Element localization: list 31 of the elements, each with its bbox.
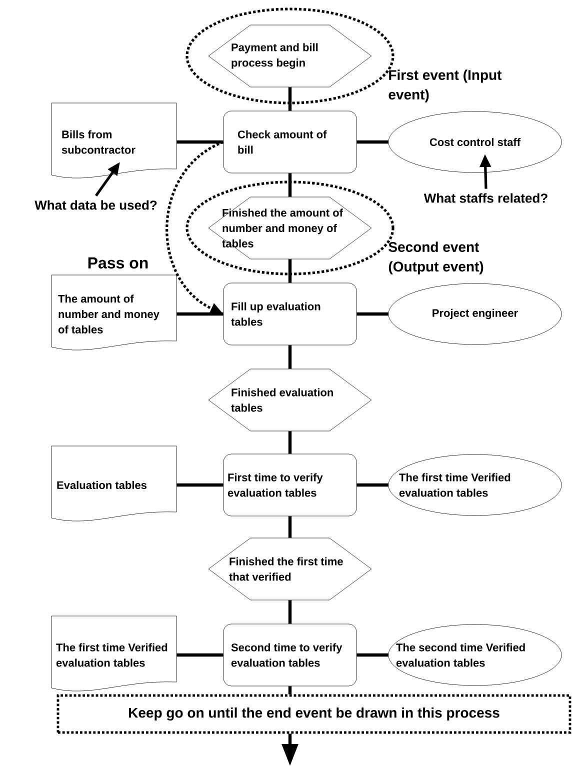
connector-line [356, 653, 388, 657]
connector-line [176, 653, 224, 657]
event-hexagon: Payment and bill process begin [208, 24, 372, 88]
question-text: What data be used? [34, 200, 157, 210]
connector-line [176, 483, 224, 487]
connector-line [356, 140, 388, 144]
connector-line [176, 312, 224, 316]
event-label: Second event (Output event) [388, 242, 484, 274]
connector-line [288, 686, 292, 694]
connector-line [356, 483, 388, 487]
process-box: Second time to verify evaluation tables [223, 624, 357, 686]
process-box: First time to verify evaluation tables [223, 454, 357, 516]
connector-line [288, 431, 292, 454]
connector-line [288, 259, 292, 283]
dotted-arrow [166, 140, 224, 314]
process-box: Check amount of bill [223, 110, 357, 174]
connector-line [288, 87, 292, 111]
connector-line [288, 345, 292, 369]
connector-line [288, 516, 292, 538]
connector-line [356, 312, 388, 316]
note-box: Keep go on until the end event be drawn in this process [56, 694, 572, 734]
connector-line [176, 140, 224, 144]
connector-line [288, 173, 292, 197]
event-hexagon: Finished the first time that verified [208, 538, 372, 600]
edge-label: Pass on [86, 256, 150, 270]
question-text: What staffs related? [424, 193, 548, 203]
event-hexagon: Finished the amount of number and money of tables [208, 196, 372, 260]
event-label: First event (Input event) [388, 70, 502, 102]
connector-line [288, 600, 292, 624]
event-hexagon: Finished evaluation tables [208, 368, 372, 432]
process-box: Fill up evaluation tables [223, 282, 357, 346]
